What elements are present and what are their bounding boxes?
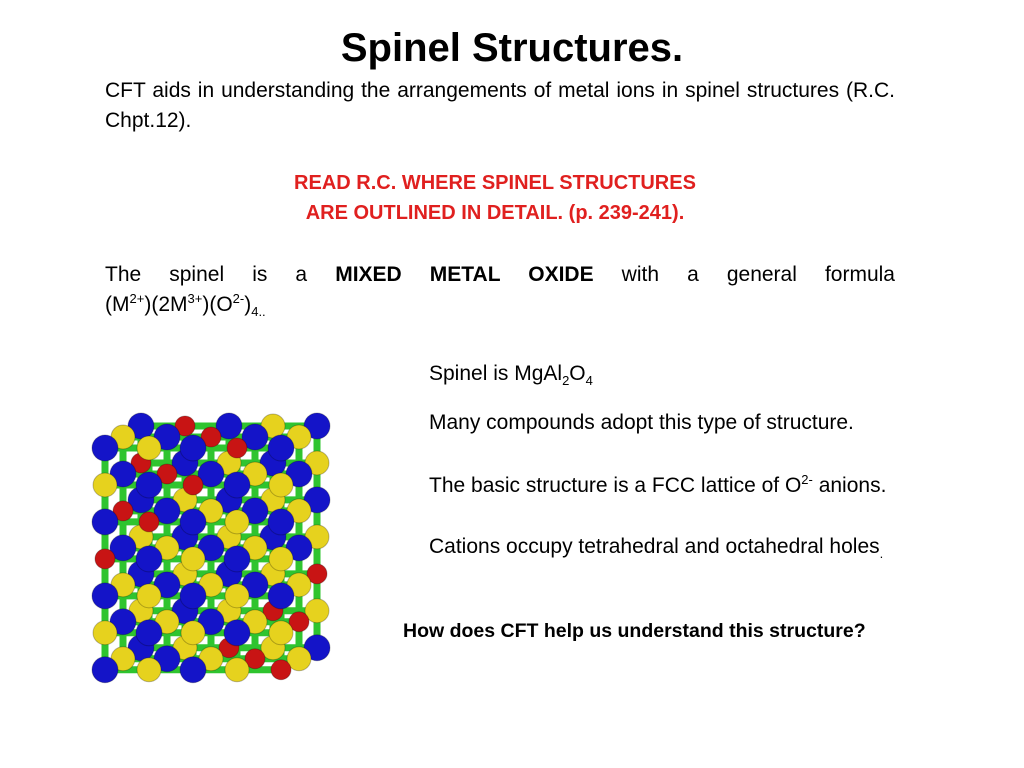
atom <box>109 460 137 488</box>
atom <box>268 620 294 646</box>
formula-lead-text: The spinel is a <box>105 263 308 286</box>
atom <box>303 412 331 440</box>
atom <box>138 511 160 533</box>
atom <box>288 611 310 633</box>
formula-superscript: 2+ <box>129 291 145 306</box>
formula-tail-text: with a general formula <box>621 263 895 286</box>
atom <box>270 659 292 681</box>
atom <box>306 563 328 585</box>
atom <box>153 497 181 525</box>
atom <box>268 472 294 498</box>
atom <box>267 582 295 610</box>
atom <box>267 434 295 462</box>
atom <box>92 472 118 498</box>
formula-subscript: 4.. <box>251 304 266 320</box>
reading-notice: READ R.C. WHERE SPINEL STRUCTURES ARE OU… <box>0 168 990 228</box>
formula-paragraph-line-1: The spinel is a MIXED METAL OXIDE with a… <box>105 260 895 290</box>
formula-part: ) <box>244 293 252 316</box>
atom <box>179 582 207 610</box>
cations-line: Cations occupy tetrahedral and octahedra… <box>429 532 883 562</box>
formula-part: )(2M <box>144 293 188 316</box>
atom <box>197 608 225 636</box>
spinel-subscript: 4 <box>585 373 593 389</box>
formula-paragraph: The spinel is a MIXED METAL OXIDE with a… <box>105 260 895 320</box>
atom <box>286 646 312 672</box>
fcc-text: anions. <box>812 474 887 497</box>
fcc-lattice-line: The basic structure is a FCC lattice of … <box>429 471 886 501</box>
atom <box>135 619 163 647</box>
fcc-text: The basic structure is a FCC lattice of … <box>429 474 802 497</box>
atom <box>200 426 222 448</box>
atom <box>91 508 119 536</box>
reading-notice-line-1: READ R.C. WHERE SPINEL STRUCTURES <box>294 172 696 194</box>
page-title: Spinel Structures. <box>340 26 684 70</box>
atom <box>268 546 294 572</box>
atom <box>135 545 163 573</box>
atom <box>91 582 119 610</box>
formula-part: )(O <box>202 293 233 316</box>
atom <box>244 648 266 670</box>
formula-part: (M <box>105 293 130 316</box>
atom <box>267 508 295 536</box>
atom <box>153 423 181 451</box>
atom <box>180 620 206 646</box>
fcc-superscript: 2- <box>801 472 813 487</box>
atom <box>179 656 207 684</box>
cations-subscript: . <box>879 546 884 562</box>
atom <box>224 583 250 609</box>
atom <box>109 534 137 562</box>
spinel-text: Spinel is MgAl <box>429 362 563 385</box>
formula-superscript: 3+ <box>187 291 203 306</box>
atom <box>223 471 251 499</box>
atom <box>303 634 331 662</box>
atom <box>135 471 163 499</box>
atom <box>136 657 162 683</box>
spinel-formula-line: Spinel is MgAl2O4 <box>429 359 593 389</box>
atom <box>285 534 313 562</box>
atom <box>197 534 225 562</box>
spinel-text: O <box>569 362 586 385</box>
atom <box>91 434 119 462</box>
atom <box>180 546 206 572</box>
atom <box>223 545 251 573</box>
atom <box>109 608 137 636</box>
atom <box>174 415 196 437</box>
atom <box>179 508 207 536</box>
intro-paragraph: CFT aids in understanding the arrangemen… <box>105 79 895 132</box>
atom <box>224 509 250 535</box>
atom <box>112 500 134 522</box>
atom <box>182 474 204 496</box>
spinel-crystal-model-illustration <box>91 412 331 684</box>
atom <box>303 486 331 514</box>
atom <box>156 463 178 485</box>
spinel-subscript: 2 <box>562 373 570 389</box>
atom <box>94 548 116 570</box>
atom <box>136 435 162 461</box>
cations-text: Cations occupy tetrahedral and octahedra… <box>429 535 880 558</box>
atom <box>304 598 330 624</box>
atom <box>153 571 181 599</box>
question-text: How does CFT help us understand this str… <box>403 620 866 642</box>
atom <box>241 571 269 599</box>
atom <box>179 434 207 462</box>
atom <box>223 619 251 647</box>
atom <box>92 620 118 646</box>
atom <box>91 656 119 684</box>
compounds-line: Many compounds adopt this type of struct… <box>429 411 854 434</box>
atom <box>224 657 250 683</box>
atom <box>241 497 269 525</box>
atom <box>136 583 162 609</box>
general-formula: (M2+)(2M3+)(O2-)4.. <box>105 291 266 320</box>
atom <box>197 460 225 488</box>
formula-superscript: 2- <box>232 291 245 306</box>
mixed-metal-oxide-text: MIXED METAL OXIDE <box>335 263 594 286</box>
atom <box>153 645 181 673</box>
atom <box>127 412 155 440</box>
atom <box>241 423 269 451</box>
reading-notice-line-2: ARE OUTLINED IN DETAIL. (p. 239-241). <box>305 202 685 224</box>
atom <box>285 460 313 488</box>
atom <box>226 437 248 459</box>
atom <box>215 412 243 440</box>
